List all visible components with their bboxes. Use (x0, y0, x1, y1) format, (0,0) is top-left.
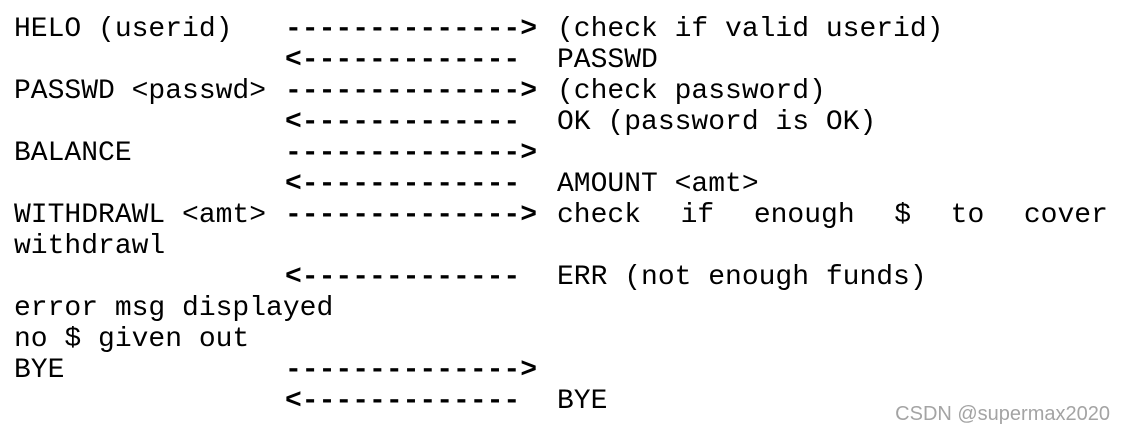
client-note: no $ given out (14, 324, 250, 355)
server-message: AMOUNT <amt> (557, 169, 759, 200)
client-message-wrap: withdrawl (14, 231, 166, 262)
server-message: OK (password is OK) (557, 107, 877, 138)
arrow-left-icon: <------------- (285, 45, 521, 76)
arrow-left-icon: <------------- (285, 169, 521, 200)
csdn-watermark: CSDN @supermax2020 (895, 403, 1110, 425)
arrow-left-icon: <------------- (285, 262, 521, 293)
server-note: check if enough $ to cover (557, 200, 1108, 231)
server-message: ERR (not enough funds) (557, 262, 927, 293)
arrow-right-icon: --------------> (285, 76, 538, 107)
arrow-left-icon: <------------- (285, 386, 521, 417)
arrow-left-icon: <------------- (285, 107, 521, 138)
server-message: (check password) (557, 76, 826, 107)
server-message: BYE (557, 386, 608, 417)
arrow-right-icon: --------------> (285, 355, 538, 386)
server-message: PASSWD (557, 45, 658, 76)
client-message: BYE (14, 355, 65, 386)
arrow-right-icon: --------------> (285, 200, 538, 231)
client-message: HELO (userid) (14, 14, 233, 45)
client-message: PASSWD <passwd> (14, 76, 267, 107)
arrow-right-icon: --------------> (285, 14, 538, 45)
client-message: WITHDRAWL <amt> (14, 200, 267, 231)
server-message: (check if valid userid) (557, 14, 944, 45)
client-note: error msg displayed (14, 293, 334, 324)
client-message: BALANCE (14, 138, 132, 169)
arrow-right-icon: --------------> (285, 138, 538, 169)
